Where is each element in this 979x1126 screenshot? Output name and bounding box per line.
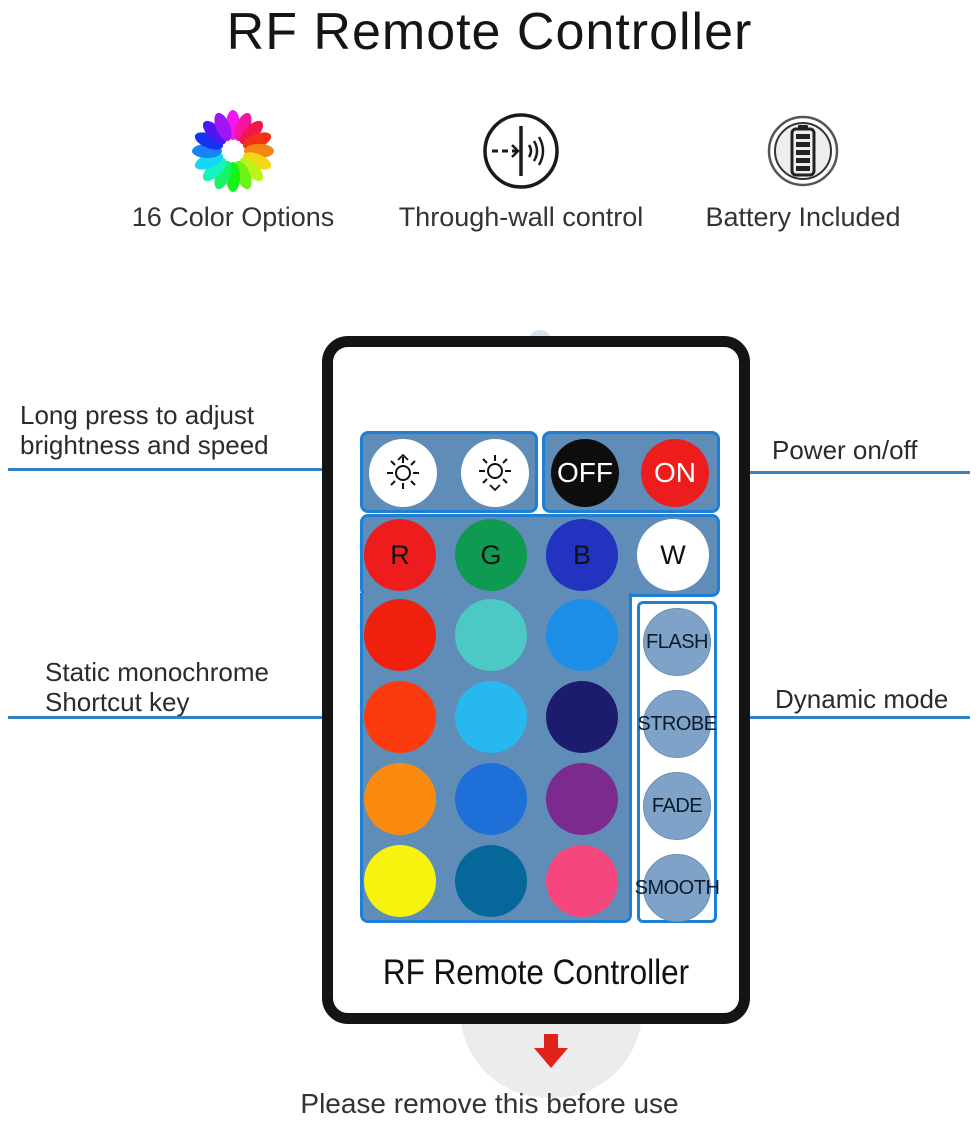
dynamic-fade-button[interactable]: FADE <box>643 772 711 840</box>
static-color-button[interactable] <box>364 599 436 671</box>
dynamic-mode-panel: FLASH STROBE FADE SMOOTH <box>635 601 720 923</box>
color-button-g[interactable]: G <box>455 519 527 591</box>
brightness-panel <box>360 431 538 513</box>
off-button[interactable]: OFF <box>551 439 619 507</box>
callout-line <box>8 716 363 719</box>
color-petal <box>194 132 224 150</box>
brightness-up-icon <box>387 454 419 489</box>
static-color-button[interactable] <box>546 845 618 917</box>
feature-label: 16 Color Options <box>131 202 335 232</box>
color-petal <box>214 160 232 190</box>
callout-power: Power on/off <box>772 435 918 465</box>
callout-line <box>714 716 970 719</box>
static-color-button[interactable] <box>364 763 436 835</box>
feature-battery: Battery Included <box>658 108 948 233</box>
callout-brightness: Long press to adjust brightness and spee… <box>20 400 269 460</box>
static-color-grid <box>360 593 632 923</box>
color-petal <box>239 120 264 145</box>
color-button-r[interactable]: R <box>364 519 436 591</box>
callout-static: Static monochrome Shortcut key <box>45 657 269 717</box>
callout-line <box>8 468 363 471</box>
static-color-button[interactable] <box>455 763 527 835</box>
feature-color-options: 16 Color Options <box>88 108 378 233</box>
feature-label: Battery Included <box>705 202 901 232</box>
static-color-button[interactable] <box>455 681 527 753</box>
brightness-up-button[interactable] <box>369 439 437 507</box>
brightness-down-icon <box>479 455 511 492</box>
on-button[interactable]: ON <box>641 439 709 507</box>
color-petal <box>234 112 252 142</box>
static-color-button[interactable] <box>546 681 618 753</box>
callout-line <box>718 471 970 474</box>
color-petal <box>194 152 224 170</box>
color-petal <box>242 152 272 170</box>
callout-text: Static monochrome <box>45 657 269 687</box>
brightness-down-button[interactable] <box>461 439 529 507</box>
dynamic-smooth-button[interactable]: SMOOTH <box>635 854 720 922</box>
static-color-button[interactable] <box>364 681 436 753</box>
feature-through-wall: Through-wall control <box>376 108 666 233</box>
arrow-down-icon <box>534 1034 568 1068</box>
dynamic-flash-button[interactable]: FLASH <box>643 608 711 676</box>
callout-text: brightness and speed <box>20 430 269 460</box>
static-color-button[interactable] <box>546 763 618 835</box>
color-button-w[interactable]: W <box>637 519 709 591</box>
color-petal <box>242 132 272 150</box>
color-petal <box>214 112 232 142</box>
static-color-button[interactable] <box>364 845 436 917</box>
callout-text: Shortcut key <box>45 687 190 717</box>
color-wheel-icon <box>192 110 274 192</box>
color-button-b[interactable]: B <box>546 519 618 591</box>
static-color-button[interactable] <box>546 599 618 671</box>
page-title: RF Remote Controller <box>226 3 753 61</box>
static-color-button[interactable] <box>455 599 527 671</box>
battery-icon <box>767 115 839 187</box>
dynamic-strobe-button[interactable]: STROBE <box>637 690 717 758</box>
color-petal <box>202 157 227 182</box>
through-wall-signal-icon <box>483 113 559 189</box>
color-petal <box>239 157 264 182</box>
removal-note: Please remove this before use <box>300 1088 679 1119</box>
static-color-button[interactable] <box>455 845 527 917</box>
color-petal <box>234 160 252 190</box>
callout-dynamic: Dynamic mode <box>775 684 949 714</box>
power-panel: OFF ON <box>542 431 720 513</box>
remote-label: RF Remote Controller <box>382 953 690 992</box>
feature-label: Through-wall control <box>398 202 644 232</box>
callout-text: Long press to adjust <box>20 400 255 430</box>
color-petal <box>202 120 227 145</box>
